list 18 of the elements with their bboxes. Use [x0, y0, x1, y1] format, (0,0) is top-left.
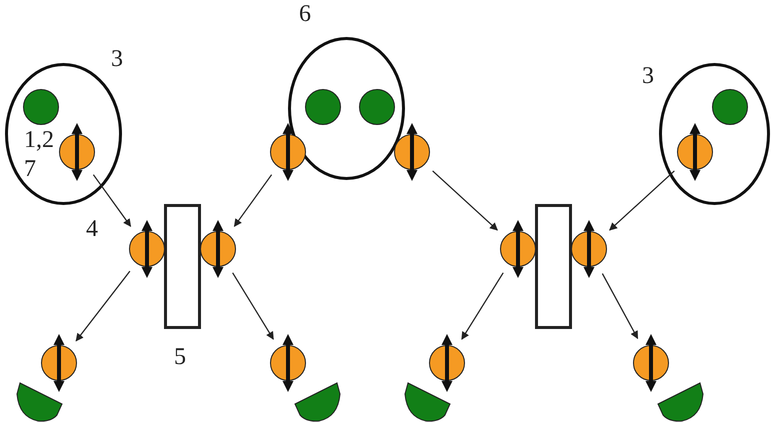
arrow — [92, 174, 132, 227]
callout-number: 6 — [299, 2, 311, 26]
arrow — [76, 270, 130, 342]
callout-number: 5 — [174, 345, 186, 369]
ellipse-outline — [659, 63, 770, 205]
arrow — [232, 272, 274, 340]
rectangle-block — [164, 204, 201, 329]
callout-number: 3 — [111, 47, 123, 71]
arrow — [234, 174, 272, 227]
callout-number: 1,2 — [24, 128, 54, 152]
arrow — [432, 170, 498, 231]
arrow — [609, 170, 675, 231]
callout-number: 3 — [642, 64, 654, 88]
rectangle-block — [535, 204, 572, 329]
callout-number: 4 — [86, 217, 98, 241]
arrow — [461, 272, 504, 340]
callout-number: 7 — [24, 157, 36, 181]
arrow — [602, 273, 638, 340]
